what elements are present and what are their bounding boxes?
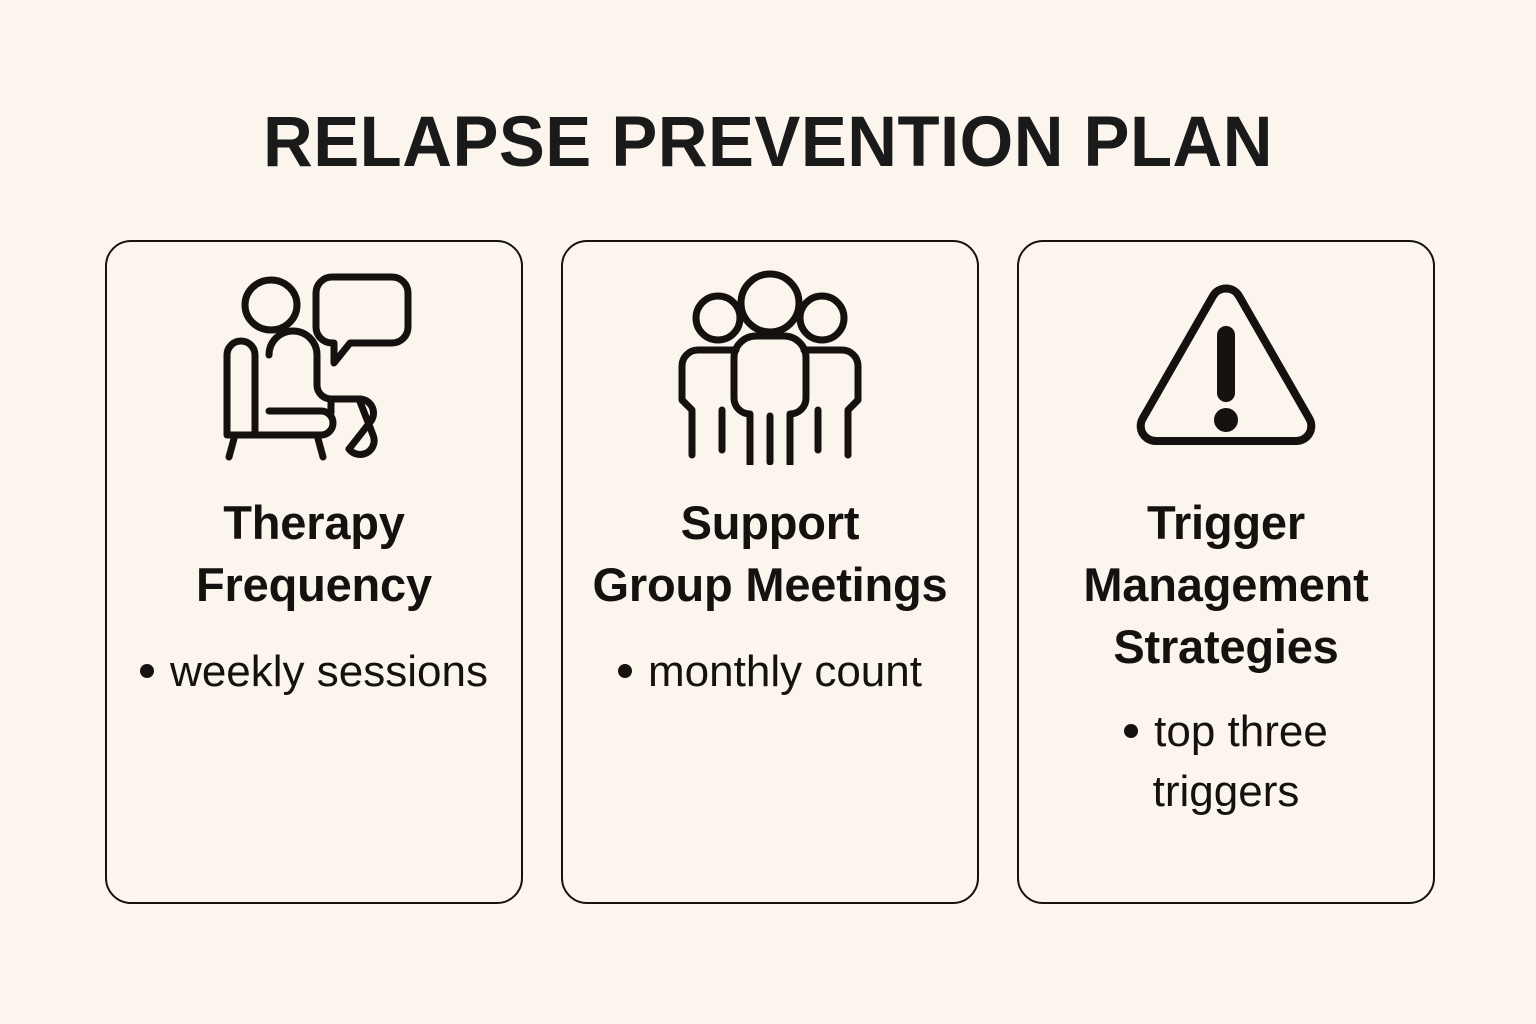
- bullet-dot-icon: [618, 664, 633, 679]
- card-heading: Support Group Meetings: [581, 492, 960, 616]
- bullet-dot-icon: [140, 664, 155, 679]
- bullet-text: top three triggers: [1152, 707, 1328, 816]
- list-item: monthly count: [563, 642, 977, 702]
- page-title: RELAPSE PREVENTION PLAN: [263, 103, 1273, 182]
- card-heading: Therapy Frequency: [184, 492, 444, 616]
- bullet-text: monthly count: [648, 647, 922, 696]
- list-item: weekly sessions: [107, 642, 521, 702]
- card-trigger-management-strategies[interactable]: Trigger Management Strategies top three …: [1017, 240, 1435, 904]
- card-heading-line3: Strategies: [1113, 620, 1339, 673]
- therapy-session-icon: [107, 242, 521, 492]
- card-bullet-list: monthly count: [563, 642, 977, 702]
- card-bullet-list: weekly sessions: [107, 642, 521, 702]
- card-support-group-meetings[interactable]: Support Group Meetings monthly count: [561, 240, 979, 904]
- support-group-icon: [563, 242, 977, 492]
- card-heading-line2: Frequency: [196, 558, 432, 611]
- card-heading-line1: Therapy: [223, 496, 405, 549]
- card-row: Therapy Frequency weekly sessions: [105, 240, 1435, 904]
- card-heading-line1: Support: [680, 496, 860, 549]
- bullet-dot-icon: [1124, 724, 1139, 739]
- card-heading-line2: Group Meetings: [592, 558, 948, 611]
- bullet-text: weekly sessions: [170, 647, 488, 696]
- card-therapy-frequency[interactable]: Therapy Frequency weekly sessions: [105, 240, 523, 904]
- list-item: top three triggers: [1019, 702, 1433, 822]
- card-heading: Trigger Management Strategies: [1071, 492, 1380, 678]
- card-heading-line1: Trigger: [1147, 496, 1305, 549]
- warning-triangle-icon: [1019, 242, 1433, 492]
- card-heading-line2: Management: [1083, 558, 1369, 611]
- card-bullet-list: top three triggers: [1019, 702, 1433, 822]
